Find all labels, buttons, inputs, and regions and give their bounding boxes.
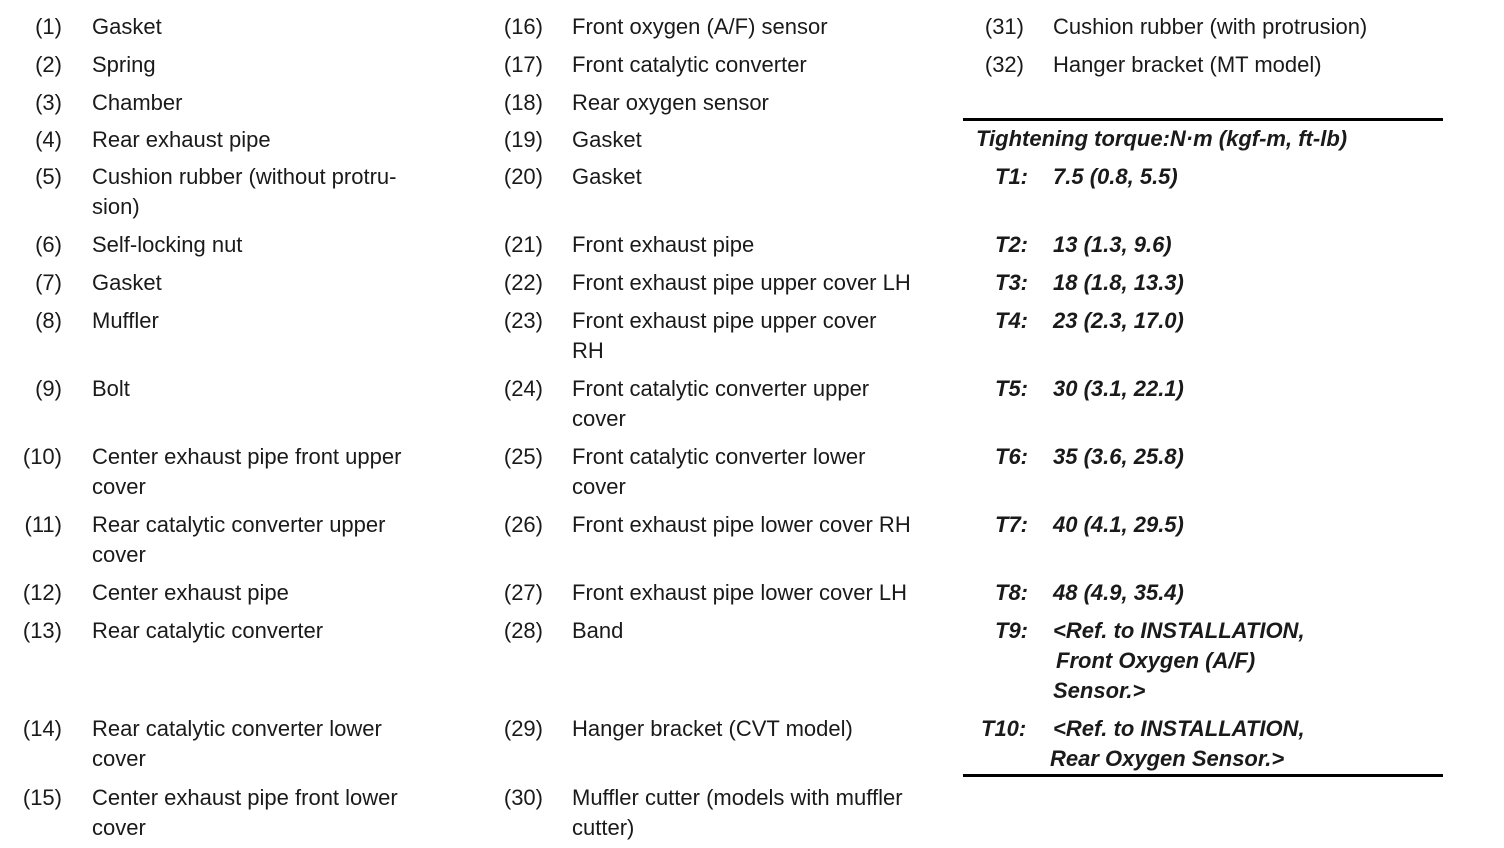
torque-code: T1: bbox=[995, 164, 1028, 189]
part-number: (14) bbox=[22, 716, 62, 741]
torque-value: Rear Oxygen Sensor.> bbox=[1050, 746, 1285, 771]
torque-code: T6: bbox=[995, 444, 1028, 469]
part-label: Rear oxygen sensor bbox=[572, 90, 769, 115]
part-label: Front exhaust pipe lower cover RH bbox=[572, 512, 911, 537]
part-label: Hanger bracket (MT model) bbox=[1053, 52, 1322, 77]
torque-value: Front Oxygen (A/F) bbox=[1056, 648, 1256, 673]
part-number: (21) bbox=[503, 232, 543, 257]
part-label: Front catalytic converter upper bbox=[572, 376, 870, 401]
part-number: (22) bbox=[503, 270, 543, 295]
part-number: (28) bbox=[503, 618, 543, 643]
part-label: Front exhaust pipe lower cover LH bbox=[572, 580, 908, 605]
part-label: cover bbox=[92, 474, 146, 499]
torque-value: 30 (3.1, 22.1) bbox=[1053, 376, 1184, 401]
part-label: cover bbox=[572, 406, 626, 431]
part-number: (23) bbox=[503, 308, 543, 333]
torque-value: 13 (1.3, 9.6) bbox=[1053, 232, 1172, 257]
part-number: (10) bbox=[22, 444, 62, 469]
part-number: (6) bbox=[35, 232, 62, 257]
part-number: (12) bbox=[22, 580, 62, 605]
torque-bottom-rule bbox=[963, 774, 1443, 777]
part-number: (2) bbox=[35, 52, 62, 77]
part-label: Hanger bracket (CVT model) bbox=[572, 716, 853, 741]
part-label: Cushion rubber (without protru- bbox=[92, 164, 397, 189]
part-label: Rear catalytic converter upper bbox=[92, 512, 386, 537]
part-number: (13) bbox=[22, 618, 62, 643]
part-number: (26) bbox=[503, 512, 543, 537]
torque-code: T5: bbox=[995, 376, 1028, 401]
part-number: (5) bbox=[35, 164, 62, 189]
part-number: (29) bbox=[503, 716, 543, 741]
part-label: Gasket bbox=[572, 127, 642, 152]
part-number: (18) bbox=[503, 90, 543, 115]
part-label: Muffler cutter (models with muffler bbox=[572, 785, 903, 810]
part-number: (7) bbox=[35, 270, 62, 295]
torque-value: 23 (2.3, 17.0) bbox=[1053, 308, 1184, 333]
part-label: Center exhaust pipe front upper bbox=[92, 444, 402, 469]
part-label: cover bbox=[92, 542, 146, 567]
torque-value: <Ref. to INSTALLATION, bbox=[1053, 618, 1305, 643]
torque-value: 18 (1.8, 13.3) bbox=[1053, 270, 1184, 295]
part-label: Gasket bbox=[572, 164, 642, 189]
part-label: Cushion rubber (with protrusion) bbox=[1053, 14, 1368, 39]
part-number: (31) bbox=[984, 14, 1024, 39]
part-label: Muffler bbox=[92, 308, 159, 333]
part-number: (32) bbox=[984, 52, 1024, 77]
part-number: (16) bbox=[503, 14, 543, 39]
part-label: Gasket bbox=[92, 270, 162, 295]
part-number: (17) bbox=[503, 52, 543, 77]
torque-value: 48 (4.9, 35.4) bbox=[1053, 580, 1184, 605]
torque-code: T8: bbox=[995, 580, 1028, 605]
part-label: cover bbox=[92, 746, 146, 771]
part-number: (27) bbox=[503, 580, 543, 605]
torque-value: 7.5 (0.8, 5.5) bbox=[1053, 164, 1178, 189]
part-number: (30) bbox=[503, 785, 543, 810]
part-number: (8) bbox=[35, 308, 62, 333]
part-label: Front exhaust pipe upper cover bbox=[572, 308, 877, 333]
part-label: Bolt bbox=[92, 376, 130, 401]
part-number: (19) bbox=[503, 127, 543, 152]
part-label: Self-locking nut bbox=[92, 232, 243, 257]
part-label: Front catalytic converter lower bbox=[572, 444, 866, 469]
part-number: (1) bbox=[35, 14, 62, 39]
torque-code: T4: bbox=[995, 308, 1028, 333]
part-label: Center exhaust pipe front lower bbox=[92, 785, 398, 810]
torque-heading: Tightening torque:N·m (kgf-m, ft-lb) bbox=[976, 126, 1348, 151]
part-number: (4) bbox=[35, 127, 62, 152]
torque-code: T2: bbox=[995, 232, 1028, 257]
part-label: Front catalytic converter bbox=[572, 52, 807, 77]
torque-value: Sensor.> bbox=[1053, 678, 1146, 703]
part-number: (25) bbox=[503, 444, 543, 469]
torque-code: T7: bbox=[995, 512, 1028, 537]
part-label: Front oxygen (A/F) sensor bbox=[572, 14, 828, 39]
torque-value: 40 (4.1, 29.5) bbox=[1053, 512, 1184, 537]
torque-code: T3: bbox=[995, 270, 1028, 295]
part-label: cutter) bbox=[572, 815, 635, 840]
torque-value: <Ref. to INSTALLATION, bbox=[1053, 716, 1305, 741]
part-number: (20) bbox=[503, 164, 543, 189]
part-label: Chamber bbox=[92, 90, 183, 115]
part-label: Center exhaust pipe bbox=[92, 580, 289, 605]
part-number: (24) bbox=[503, 376, 543, 401]
part-number: (9) bbox=[35, 376, 62, 401]
part-label: Rear exhaust pipe bbox=[92, 127, 271, 152]
part-number: (3) bbox=[35, 90, 62, 115]
part-label: Gasket bbox=[92, 14, 162, 39]
part-label: Front exhaust pipe upper cover LH bbox=[572, 270, 911, 295]
torque-top-rule bbox=[963, 118, 1443, 121]
part-number: (15) bbox=[22, 785, 62, 810]
part-label: cover bbox=[572, 474, 626, 499]
torque-code: T10: bbox=[981, 716, 1027, 741]
part-label: Spring bbox=[92, 52, 156, 77]
part-label: RH bbox=[572, 338, 604, 363]
part-label: Rear catalytic converter bbox=[92, 618, 324, 643]
part-label: Front exhaust pipe bbox=[572, 232, 755, 257]
part-label: Band bbox=[572, 618, 624, 643]
part-label: cover bbox=[92, 815, 146, 840]
torque-code: T9: bbox=[995, 618, 1028, 643]
part-label: sion) bbox=[92, 194, 140, 219]
part-number: (11) bbox=[24, 512, 63, 537]
part-label: Rear catalytic converter lower bbox=[92, 716, 382, 741]
torque-value: 35 (3.6, 25.8) bbox=[1053, 444, 1184, 469]
